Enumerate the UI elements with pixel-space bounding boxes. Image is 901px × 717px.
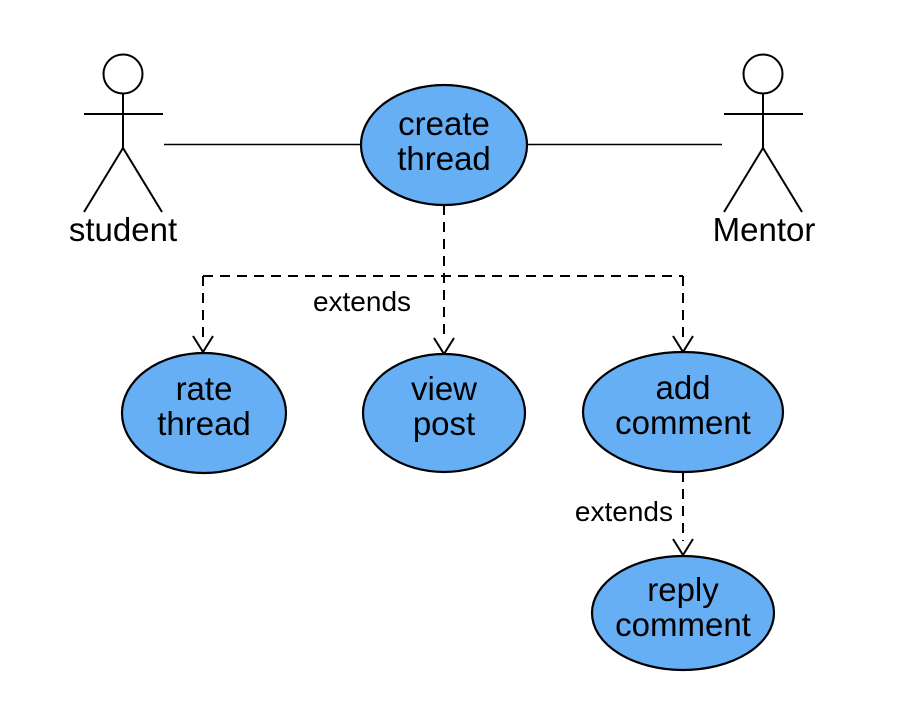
stick-figure-head-icon [742,53,784,95]
arrowhead-rate-thread-icon [192,335,214,354]
usecase-label-line2: post [413,405,475,442]
usecase-create-thread[interactable]: create thread [359,83,529,207]
arrowhead-reply-comment-icon [672,538,694,557]
usecase-label-line2: thread [397,140,491,177]
actor-mentor-label: Mentor [713,211,816,248]
usecase-label-line1: rate [176,370,233,407]
stick-figure-right-leg-icon [762,147,803,213]
extends-label-bottom: extends [575,496,673,527]
actor-student[interactable]: student [69,53,177,249]
usecase-ellipse [120,351,288,475]
extends-label-top: extends [313,286,411,317]
usecase-label-line1: create [398,105,490,142]
stick-figure-right-leg-icon [122,147,163,213]
usecase-label-line1: view [411,370,477,407]
usecase-rate-thread[interactable]: rate thread [120,351,288,475]
usecase-add-comment[interactable]: add comment [581,350,785,474]
usecase-ellipse [581,350,785,474]
usecase-ellipse [590,554,776,672]
usecase-label-line2: comment [615,404,751,441]
usecase-label-line1: add [655,369,710,406]
stick-figure-head-icon [102,53,144,95]
actor-mentor[interactable]: Mentor [713,53,816,249]
usecase-label-line2: thread [157,405,251,442]
actor-student-label: student [69,211,177,248]
arrowhead-view-post-icon [433,337,455,356]
stick-figure-left-leg-icon [723,147,764,213]
arrowhead-add-comment-icon [672,335,694,354]
usecase-ellipse [359,83,529,207]
extend-edge-add-comment-reply-comment[interactable] [672,472,694,557]
usecase-reply-comment[interactable]: reply comment [590,554,776,672]
usecase-label-line1: reply [647,571,719,608]
usecase-ellipse [361,352,527,474]
usecase-view-post[interactable]: view post [361,352,527,474]
usecase-label-line2: comment [615,606,751,643]
stick-figure-left-leg-icon [83,147,124,213]
extend-edges-from-create-thread[interactable] [192,205,694,356]
